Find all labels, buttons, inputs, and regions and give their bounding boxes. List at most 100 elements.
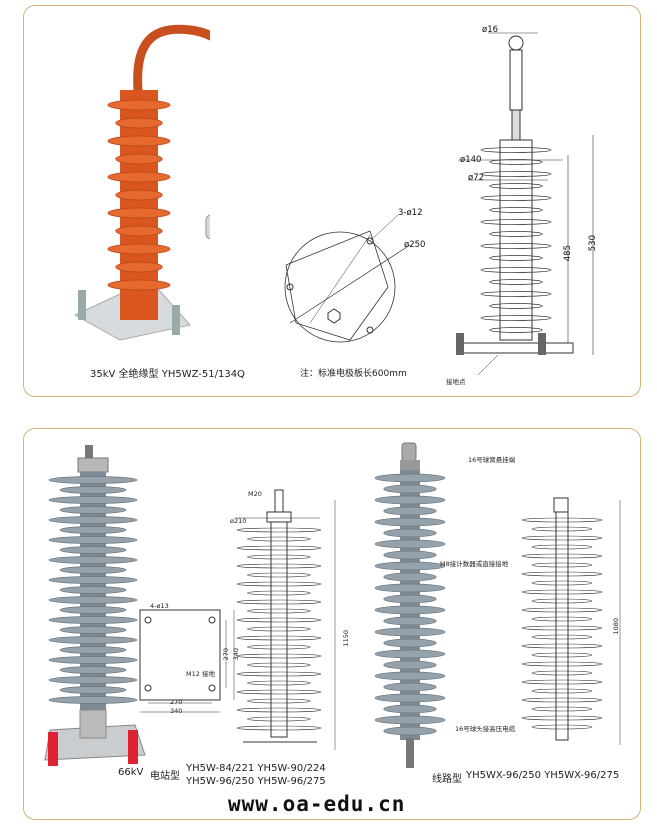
insulator-shed — [480, 147, 552, 153]
insulator-shed — [48, 636, 138, 644]
insulator-shed — [236, 689, 322, 695]
insulator-shed — [383, 726, 437, 736]
base-w270-label: 270 — [170, 698, 183, 706]
insulator-shed — [374, 561, 446, 571]
insulator-shed — [59, 546, 127, 554]
caption-line-type: 线路型 — [432, 774, 462, 785]
insulator-shed — [107, 279, 171, 291]
insulator-shed — [247, 698, 311, 704]
insulator-shed — [247, 716, 311, 722]
insulator-shed — [115, 225, 163, 237]
insulator-shed — [115, 261, 163, 273]
insulator-shed — [247, 536, 311, 542]
h1150-label: 1150 — [342, 630, 350, 647]
insulator-shed — [383, 682, 437, 692]
insulator-shed — [531, 562, 593, 568]
insulator-shed — [383, 660, 437, 670]
insulator-shed — [521, 607, 603, 613]
insulator-shed — [236, 707, 322, 713]
insulator-shed — [383, 616, 437, 626]
insulator-shed — [374, 583, 446, 593]
insulator-shed — [59, 486, 127, 494]
insulator-shed — [383, 528, 437, 538]
insulator-shed — [59, 506, 127, 514]
insulator-shed — [59, 666, 127, 674]
insulator-shed — [489, 183, 543, 189]
insulator-shed — [521, 571, 603, 577]
insulator-shed — [480, 219, 552, 225]
insulator-shed — [374, 473, 446, 483]
insulator-shed — [48, 596, 138, 604]
plate-caption: 注：标准电极板长600mm — [300, 369, 407, 379]
base-h340-label: 340 — [232, 648, 240, 661]
insulator-shed — [374, 495, 446, 505]
insulator-shed — [531, 634, 593, 640]
insulator-shed — [480, 267, 552, 273]
insulator-shed — [531, 544, 593, 550]
ground-point-label: 接地点 — [446, 378, 466, 386]
insulator-shed — [48, 696, 138, 704]
line-bottom-note: 16号球头接高压电缆 — [455, 725, 516, 733]
insulator-shed — [383, 704, 437, 714]
insulator-shed — [531, 724, 593, 730]
station-insulator-photo — [44, 445, 146, 766]
top-dia-label: ø16 — [482, 25, 499, 35]
insulator-shed — [531, 526, 593, 532]
base-holes-label: 4-ø13 — [150, 602, 169, 610]
insulator-shed — [531, 670, 593, 676]
insulator-shed — [531, 652, 593, 658]
insulator-shed — [247, 554, 311, 560]
insulator-shed — [521, 553, 603, 559]
electrode-plate-drawing — [284, 214, 411, 343]
insulator-shed — [489, 303, 543, 309]
insulator-shed — [115, 189, 163, 201]
insulator-shed — [480, 243, 552, 249]
insulator-shed — [48, 616, 138, 624]
insulator-shed — [374, 649, 446, 659]
insulator-shed — [531, 580, 593, 586]
line-elevation-drawing — [521, 497, 621, 745]
d140-label: ø140 — [460, 155, 482, 165]
insulator-shed — [48, 516, 138, 524]
insulator-shed — [383, 572, 437, 582]
insulator-shed — [489, 255, 543, 261]
base-w340-label: 340 — [170, 707, 183, 715]
insulator-shed — [107, 171, 171, 183]
insulator-shed — [374, 539, 446, 549]
insulator-shed — [107, 135, 171, 147]
caption-voltage: 66kV — [118, 767, 144, 778]
insulator-shed — [236, 563, 322, 569]
insulator-shed — [59, 606, 127, 614]
insulator-shed — [374, 605, 446, 615]
insulator-shed — [521, 517, 603, 523]
insulator-shed — [247, 608, 311, 614]
insulator-shed — [59, 626, 127, 634]
insulator-shed — [374, 671, 446, 681]
insulator-shed — [383, 594, 437, 604]
m20-label: M20 — [248, 490, 262, 498]
caption-line-models: YH5WX-96/250 YH5WX-96/275 — [466, 770, 620, 781]
line-top-note: 16号球窝悬挂端 — [468, 456, 516, 464]
insulator-shed — [383, 484, 437, 494]
insulator-shed — [115, 117, 163, 129]
insulator-shed — [521, 625, 603, 631]
insulator-shed — [48, 576, 138, 584]
insulator-shed — [489, 231, 543, 237]
insulator-shed — [107, 207, 171, 219]
d72-label: ø72 — [468, 173, 485, 183]
insulator-shed — [59, 586, 127, 594]
insulator-shed — [236, 635, 322, 641]
insulator-shed — [236, 545, 322, 551]
insulator-shed — [236, 653, 322, 659]
insulator-shed — [521, 715, 603, 721]
insulator-shed — [531, 616, 593, 622]
h1080-label: 1080 — [612, 618, 620, 635]
insulator-shed — [59, 686, 127, 694]
plate-diameter-label: ø250 — [404, 240, 426, 250]
insulator-shed — [521, 697, 603, 703]
insulator-shed — [374, 693, 446, 703]
insulator-shed — [489, 327, 543, 333]
insulator-shed — [531, 706, 593, 712]
h530-label: 530 — [588, 235, 598, 252]
insulator-shed — [236, 725, 322, 731]
